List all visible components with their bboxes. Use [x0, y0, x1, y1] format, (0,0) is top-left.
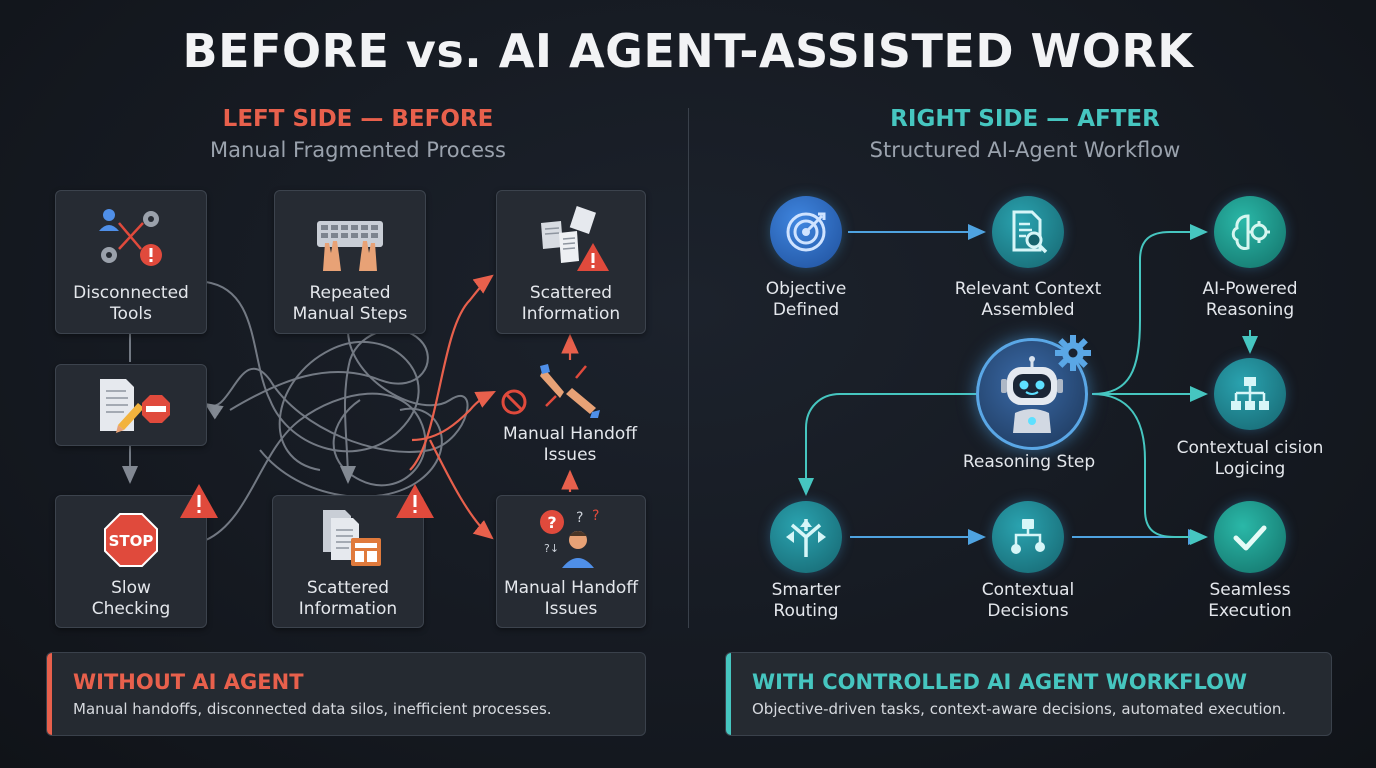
- without-ai-banner: WITHOUT AI AGENT Manual handoffs, discon…: [46, 652, 646, 736]
- context-label: Relevant Context Assembled: [954, 279, 1102, 320]
- ai-reasoning-label: AI-Powered Reasoning: [1202, 279, 1298, 320]
- svg-text:?↓: ?↓: [544, 542, 559, 555]
- scattered-papers-icon: [497, 203, 645, 273]
- decisions-label: Contextual Decisions: [981, 580, 1075, 621]
- brain-icon: [1231, 214, 1270, 250]
- document-search-icon: [1012, 210, 1048, 254]
- execution-label: Seamless Execution: [1208, 580, 1292, 621]
- right-subheading: Structured AI-Agent Workflow: [869, 138, 1181, 162]
- node-context: [992, 196, 1064, 268]
- banner-accent-bar: [47, 653, 52, 735]
- svg-text:?: ?: [547, 513, 556, 532]
- card-scattered-information-top: Scattered Information: [496, 190, 646, 334]
- node-execution: [1214, 501, 1286, 573]
- svg-text:?: ?: [576, 510, 583, 526]
- gear-icon: [1054, 334, 1092, 376]
- node-objective: [770, 196, 842, 268]
- warning-icon: [178, 482, 220, 524]
- node-routing: [770, 501, 842, 573]
- manual-handoff-bottom-label: Manual Handoff Issues: [503, 578, 639, 619]
- card-repeated-manual-steps: Repeated Manual Steps: [274, 190, 426, 334]
- checkmark-icon: [1233, 525, 1267, 551]
- center-divider: [688, 108, 689, 628]
- right-heading: RIGHT SIDE — AFTER: [890, 106, 1160, 132]
- manual-handoff-mid-label: Manual Handoff Issues: [502, 424, 638, 465]
- with-ai-banner: WITH CONTROLLED AI AGENT WORKFLOW Object…: [725, 652, 1332, 736]
- decision-flow-icon: [1011, 519, 1045, 554]
- card-disconnected-tools: Disconnected Tools: [55, 190, 207, 334]
- document-blocked-icon: [56, 375, 206, 435]
- documents-icon: [273, 508, 423, 570]
- handoff-icon: [500, 358, 604, 424]
- confused-person-icon: ? ? ? ?↓: [497, 506, 645, 568]
- disconnected-tools-label: Disconnected Tools: [73, 283, 189, 324]
- target-icon: [786, 212, 826, 252]
- scattered-information-top-label: Scattered Information: [521, 283, 621, 324]
- left-subheading: Manual Fragmented Process: [210, 138, 506, 162]
- card-document-blocked: [55, 364, 207, 446]
- node-decisions: [992, 501, 1064, 573]
- with-ai-body: Objective-driven tasks, context-aware de…: [752, 700, 1287, 718]
- keyboard-hands-icon: [275, 215, 425, 273]
- reasoning-step-label: Reasoning Step: [962, 452, 1096, 472]
- without-ai-heading: WITHOUT AI AGENT: [73, 670, 304, 694]
- node-ai-reasoning: [1214, 196, 1286, 268]
- disconnected-tools-icon: [56, 205, 206, 269]
- routing-label: Smarter Routing: [771, 580, 841, 621]
- scattered-information-bottom-label: Scattered Information: [298, 578, 398, 619]
- svg-text:?: ?: [592, 508, 599, 524]
- contextual-logic-label: Contextual cision Logicing: [1176, 438, 1324, 479]
- objective-label: Objective Defined: [765, 279, 847, 320]
- repeated-manual-steps-label: Repeated Manual Steps: [292, 283, 408, 324]
- node-contextual-logic: [1214, 358, 1286, 430]
- page-title: BEFORE vs. AI AGENT-ASSISTED WORK: [182, 24, 1194, 78]
- warning-icon-2: [394, 482, 436, 524]
- without-ai-body: Manual handoffs, disconnected data silos…: [73, 700, 552, 718]
- robot-icon: [1001, 356, 1063, 433]
- card-manual-handoff-bottom: ? ? ? ?↓ Manual Handoff Issues: [496, 495, 646, 628]
- slow-checking-label: Slow Checking: [91, 578, 171, 619]
- with-ai-heading: WITH CONTROLLED AI AGENT WORKFLOW: [752, 670, 1248, 694]
- stop-sign-text: STOP: [109, 532, 154, 550]
- banner-accent-bar: [726, 653, 731, 735]
- hierarchy-icon: [1231, 377, 1269, 410]
- left-heading: LEFT SIDE — BEFORE: [222, 106, 494, 132]
- stop-sign-icon: STOP: [56, 512, 206, 568]
- routing-arrows-icon: [786, 519, 826, 557]
